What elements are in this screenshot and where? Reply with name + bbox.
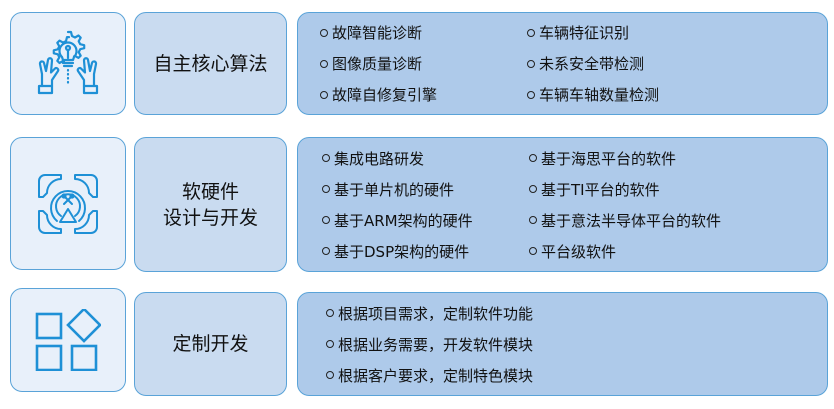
list-item: 未系安全带检测 [527, 48, 817, 79]
bullet-circle-icon [322, 185, 330, 193]
bullet-circle-icon [529, 185, 537, 193]
tools-target-icon [35, 171, 101, 237]
row-3-title-box: 定制开发 [134, 292, 287, 396]
bullet-circle-icon [320, 28, 328, 37]
list-item: 基于意法半导体平台的软件 [529, 205, 817, 236]
bullet-circle-icon [320, 90, 328, 99]
row-3-icon-box [10, 288, 126, 392]
list-item: 车辆特征识别 [527, 17, 817, 48]
list-item: 基于单片机的硬件 [322, 174, 529, 205]
bullet-circle-icon [326, 309, 334, 317]
list-item: 平台级软件 [529, 236, 817, 267]
row-2-content-box: 集成电路研发 基于海思平台的软件 基于单片机的硬件 基于TI平台的软件 基于AR… [297, 137, 828, 272]
list-item: 基于海思平台的软件 [529, 143, 817, 174]
list-item: 故障自修复引擎 [320, 79, 527, 110]
list-item: 图像质量诊断 [320, 48, 527, 79]
list-item: 基于TI平台的软件 [529, 174, 817, 205]
list-item: 根据项目需求，定制软件功能 [326, 298, 817, 329]
bullet-circle-icon [529, 154, 537, 162]
list-item: 集成电路研发 [322, 143, 529, 174]
bullet-circle-icon [527, 59, 535, 68]
row-1-title: 自主核心算法 [153, 52, 268, 75]
row-3-title: 定制开发 [172, 333, 249, 355]
list-item: 根据客户要求，定制特色模块 [326, 360, 817, 391]
bullet-circle-icon [527, 90, 535, 99]
bullet-circle-icon [322, 154, 330, 162]
squares-diamond-icon [35, 309, 101, 371]
bullet-circle-icon [326, 371, 334, 379]
bullet-circle-icon [527, 28, 535, 37]
bullet-circle-icon [320, 59, 328, 68]
row-2-icon-box [10, 137, 126, 270]
list-item: 故障智能诊断 [320, 17, 527, 48]
row-1-content-box: 故障智能诊断 车辆特征识别 图像质量诊断 未系安全带检测 故障自修复引擎 车辆车… [297, 12, 828, 115]
bullet-circle-icon [322, 247, 330, 255]
row-2-title-line-1: 软硬件 [181, 180, 239, 203]
bullet-circle-icon [326, 340, 334, 348]
lightbulb-gear-hands-icon [33, 29, 103, 99]
row-3-content-box: 根据项目需求，定制软件功能 根据业务需要，开发软件模块 根据客户要求，定制特色模… [297, 292, 828, 396]
bullet-circle-icon [529, 247, 537, 255]
row-1-icon-box [10, 12, 126, 115]
list-item: 车辆车轴数量检测 [527, 79, 817, 110]
list-item: 基于ARM架构的硬件 [322, 205, 529, 236]
list-item: 根据业务需要，开发软件模块 [326, 329, 817, 360]
list-item: 基于DSP架构的硬件 [322, 236, 529, 267]
bullet-circle-icon [529, 216, 537, 224]
bullet-circle-icon [322, 216, 330, 224]
row-1-title-box: 自主核心算法 [134, 12, 287, 115]
row-2-title-box: 软硬件 设计与开发 [134, 137, 287, 272]
row-2-title-line-2: 设计与开发 [162, 206, 258, 229]
